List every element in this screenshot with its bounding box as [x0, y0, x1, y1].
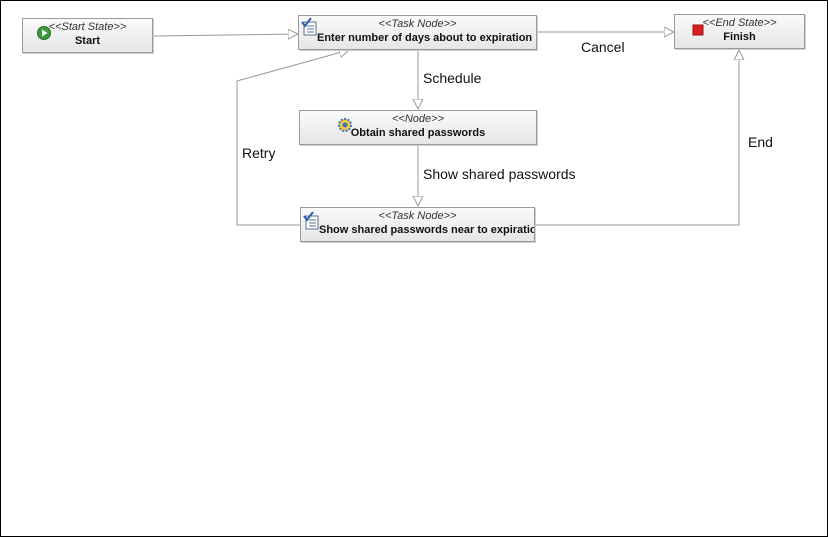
transition-label-show[interactable]: Show shared passwords: [423, 166, 576, 182]
gear-icon: [337, 117, 353, 138]
end-state-node[interactable]: <<End State>> Finish: [674, 14, 805, 49]
start-name: Start: [74, 35, 101, 47]
edge-end[interactable]: [535, 50, 739, 226]
enter-days-name: Enter number of days about to expiration: [317, 32, 533, 44]
show-near-name: Show shared passwords near to expiration: [319, 224, 534, 236]
enter-days-stereotype: <<Task Node>>: [378, 18, 457, 30]
show-near-task-node[interactable]: <<Task Node>> Show shared passwords near…: [300, 207, 535, 242]
transition-label-retry[interactable]: Retry: [242, 145, 276, 161]
edge-retry[interactable]: [236, 50, 349, 226]
start-state-node[interactable]: <<Start State>> Start: [22, 18, 153, 53]
obtain-name: Obtain shared passwords: [350, 127, 486, 139]
task-checklist-icon: [301, 17, 317, 41]
task-checklist-icon: [303, 211, 319, 235]
transition-label-schedule[interactable]: Schedule: [423, 70, 482, 86]
obtain-stereotype: <<Node>>: [392, 113, 444, 125]
stop-icon: [692, 23, 704, 41]
play-icon: [37, 26, 51, 45]
end-stereotype: <<End State>>: [702, 17, 777, 29]
enter-days-task-node[interactable]: <<Task Node>> Enter number of days about…: [298, 15, 537, 50]
edge-start-to-enter[interactable]: [152, 34, 298, 36]
transition-label-end[interactable]: End: [748, 134, 773, 150]
transition-label-cancel[interactable]: Cancel: [581, 39, 625, 55]
obtain-node[interactable]: <<Node>> Obtain shared passwords: [299, 110, 537, 145]
show-near-stereotype: <<Task Node>>: [378, 210, 457, 222]
end-name: Finish: [723, 31, 756, 43]
start-stereotype: <<Start State>>: [48, 21, 127, 33]
